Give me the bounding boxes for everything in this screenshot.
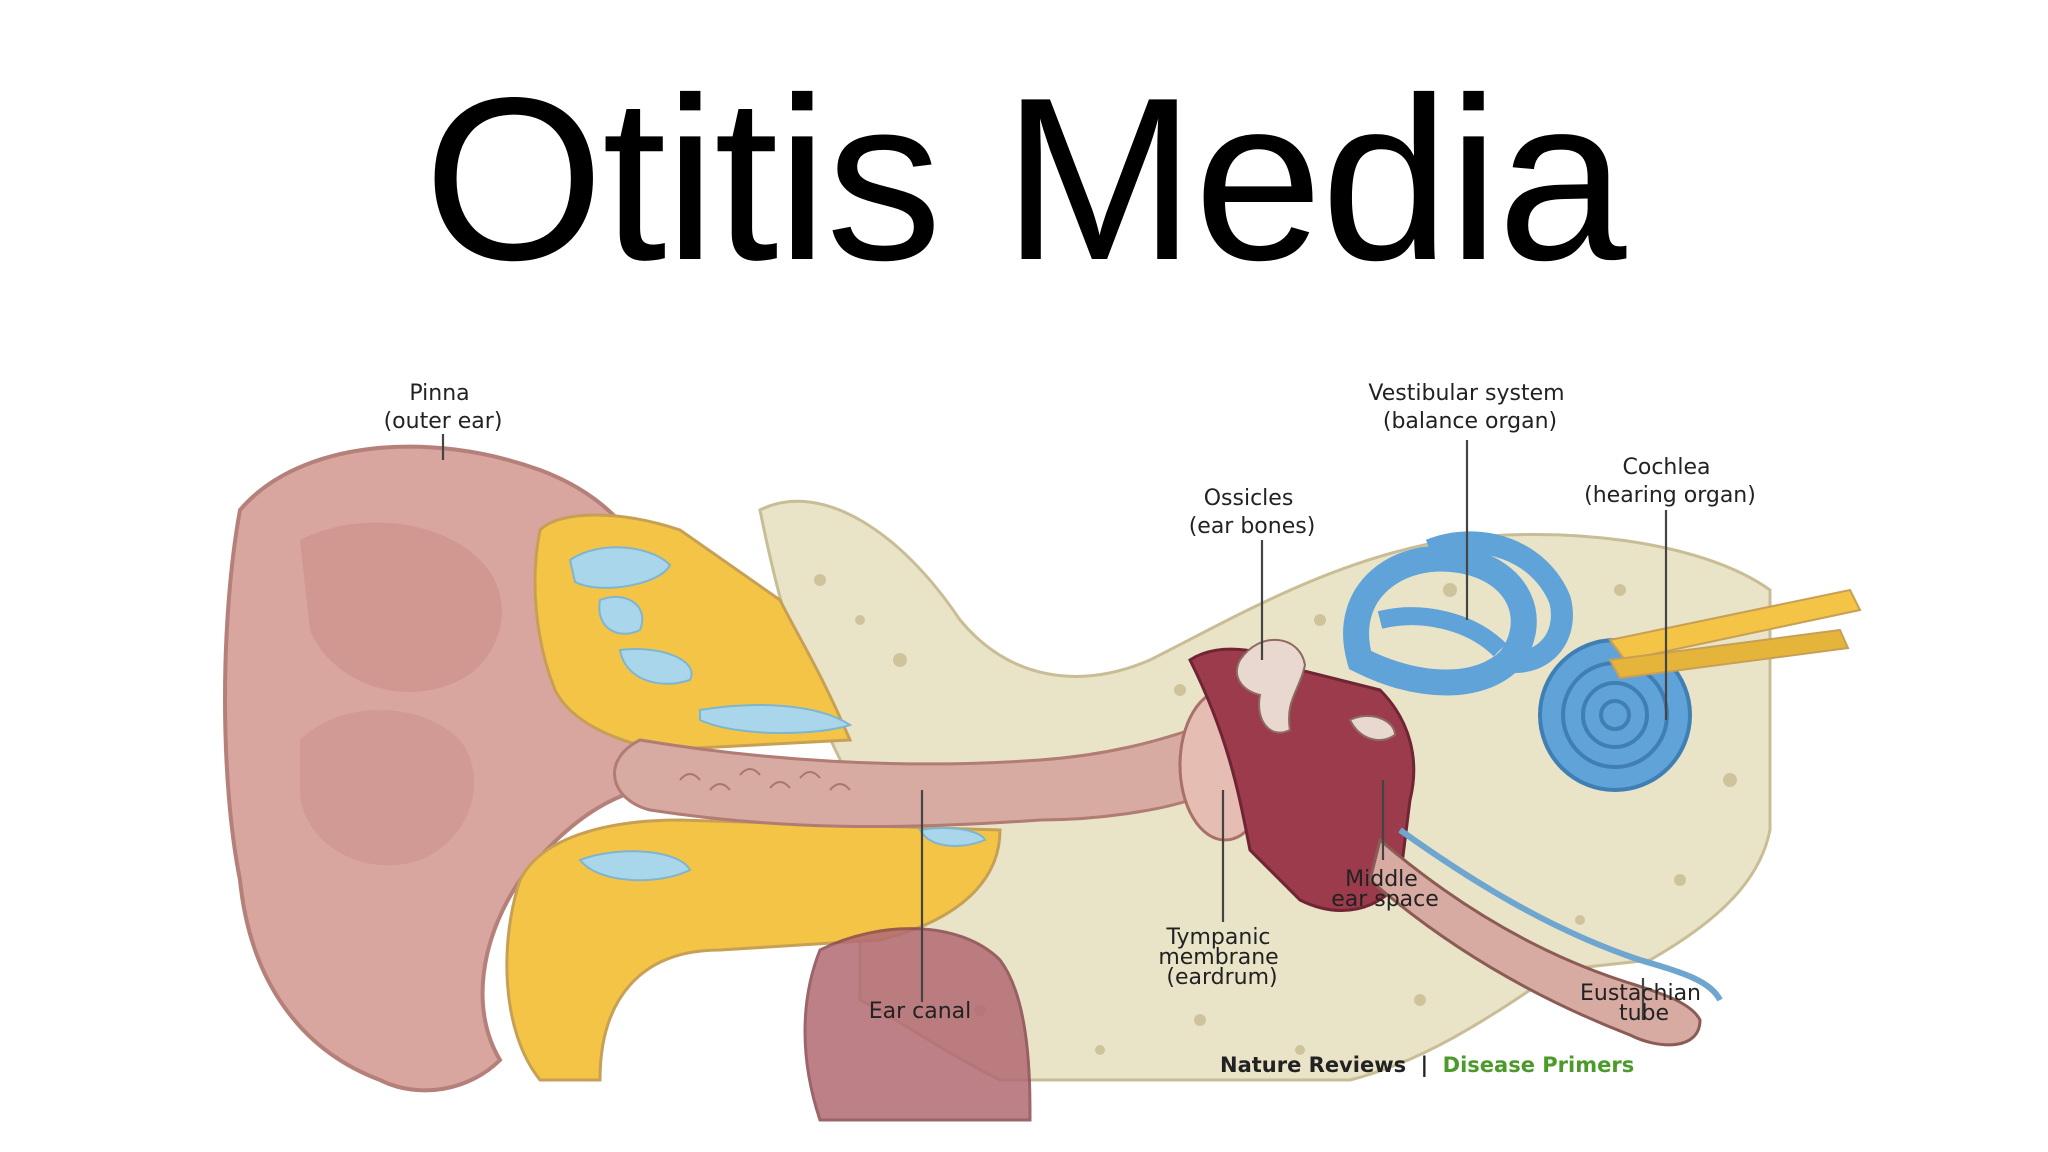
label-eustachian-line1: Eustachian bbox=[1580, 981, 1701, 1006]
label-ossicles-line2: (ear bones) bbox=[1189, 514, 1316, 539]
eustachian-tube-shape bbox=[1368, 837, 1702, 1047]
label-vestibular-line1: Vestibular system bbox=[1368, 381, 1564, 406]
eustachian-stripe bbox=[1398, 827, 1723, 1002]
label-cochlea-line2: (hearing organ) bbox=[1584, 483, 1756, 508]
cartilage-lower bbox=[505, 818, 1002, 1082]
label-middle-ear: Middle ear space bbox=[1331, 867, 1439, 912]
pinna-lobe bbox=[300, 710, 475, 866]
slide-title: Otitis Media bbox=[423, 50, 1627, 309]
ear-anatomy-diagram: Pinna (outer ear) Vestibular system (bal… bbox=[0, 360, 2048, 1152]
ossicles-shape bbox=[1235, 638, 1397, 741]
label-pinna: Pinna (outer ear) bbox=[384, 381, 503, 434]
label-tympanic-line3: (eardrum) bbox=[1166, 965, 1277, 990]
credit-publisher: Nature Reviews bbox=[1220, 1053, 1406, 1077]
lower-tissue bbox=[803, 927, 1032, 1122]
vestibular-system-shape bbox=[1343, 531, 1573, 696]
fluid-pockets bbox=[568, 546, 987, 882]
label-pinna-line2: (outer ear) bbox=[384, 409, 503, 434]
credit-separator: | bbox=[1421, 1053, 1429, 1078]
auditory-nerve-2 bbox=[1608, 628, 1850, 680]
label-middle-ear-line2: ear space bbox=[1331, 887, 1439, 912]
auditory-nerve bbox=[1608, 588, 1862, 662]
label-vestibular: Vestibular system (balance organ) bbox=[1368, 381, 1571, 434]
bone-texture bbox=[814, 574, 1737, 1055]
label-tympanic-line1: Tympanic bbox=[1165, 925, 1270, 950]
label-ear-canal-line1: Ear canal bbox=[869, 999, 972, 1024]
label-vestibular-line2: (balance organ) bbox=[1383, 409, 1557, 434]
label-ear-canal: Ear canal bbox=[869, 999, 972, 1024]
ear-anatomy-svg: Pinna (outer ear) Vestibular system (bal… bbox=[223, 381, 1862, 1122]
label-eustachian-line2: tube bbox=[1619, 1001, 1669, 1026]
credit-series: Disease Primers bbox=[1443, 1053, 1635, 1077]
label-eustachian: Eustachian tube bbox=[1580, 981, 1708, 1026]
canal-hairs bbox=[679, 768, 851, 791]
pinna-fold bbox=[300, 522, 502, 692]
label-cochlea-line1: Cochlea bbox=[1623, 455, 1711, 480]
label-middle-ear-line1: Middle bbox=[1345, 867, 1418, 892]
label-pinna-line1: Pinna bbox=[409, 381, 469, 406]
label-tympanic-line2: membrane bbox=[1158, 945, 1278, 970]
credit-line: Nature Reviews | Disease Primers bbox=[1220, 1053, 1634, 1078]
label-cochlea: Cochlea (hearing organ) bbox=[1584, 455, 1756, 508]
label-ossicles-line1: Ossicles bbox=[1204, 486, 1294, 511]
label-ossicles: Ossicles (ear bones) bbox=[1189, 486, 1316, 539]
ear-canal-shape bbox=[613, 727, 1192, 829]
label-tympanic: Tympanic membrane (eardrum) bbox=[1158, 925, 1285, 990]
